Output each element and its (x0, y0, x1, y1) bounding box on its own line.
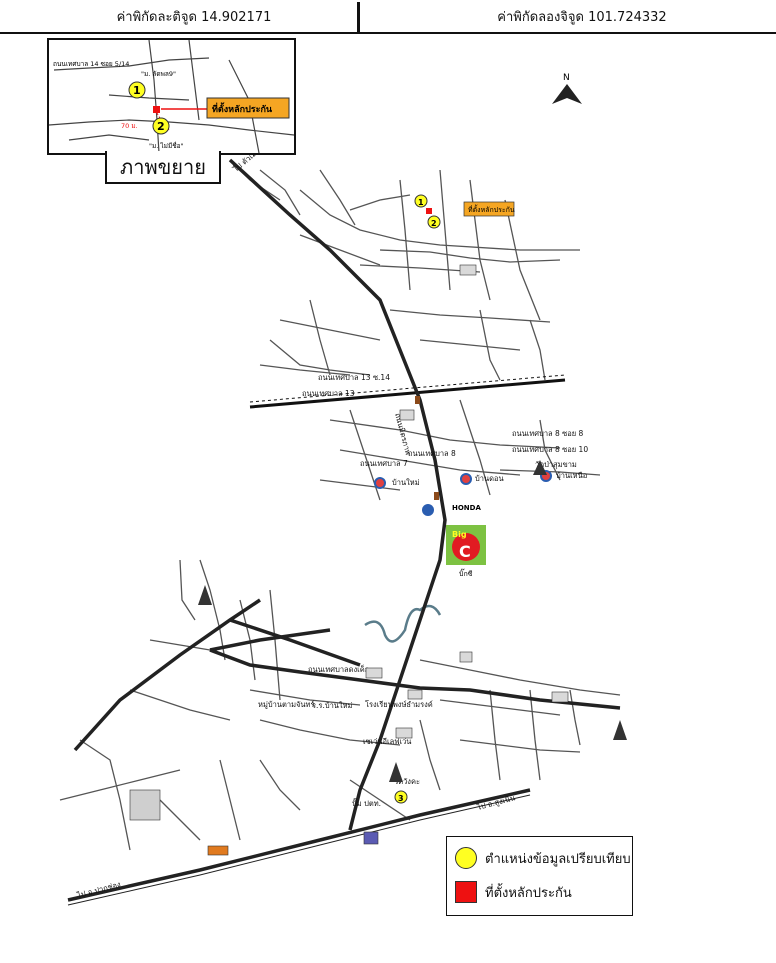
road-label-4: ถนนเทศบาล 8 ซอย 8 (512, 429, 584, 438)
legend-row-comparison: ตำแหน่งข้อมูลเปรียบเทียบ (455, 847, 631, 869)
longitude-label: ค่าพิกัดลองจิจูด 101.724332 (497, 9, 667, 25)
place-label-7: หมู่บ้านตามจันทร์ (258, 700, 315, 709)
marker-2-text: 2 (431, 219, 437, 228)
place-label-8: เซเว่นอีเลฟเว่น (363, 737, 411, 746)
major-roads (67, 158, 621, 902)
big-c-line2: C (459, 542, 471, 561)
legend-square-icon (455, 881, 477, 903)
inset-roads (49, 40, 294, 153)
comparison-marker-3[interactable]: 3 (394, 790, 408, 804)
place-label-5: โรงเรียนพงษ์ธำมรงค์ (365, 700, 433, 709)
marker-3-text: 3 (398, 794, 404, 803)
inset-distance-label: 70 ม. (121, 122, 138, 130)
road-label-6: ถนนเทศบาล 13 ซ.14 (318, 373, 390, 382)
header-divider (357, 2, 360, 32)
temple-icons (198, 460, 627, 782)
inset-marker-2-text: 2 (157, 120, 165, 133)
inset-collateral-text: ที่ตั้งหลักประกัน (212, 102, 273, 115)
inset-map[interactable]: ถนนเทศบาล 14 ซอย 5/14 "ม. ลัดพล9" "ม. ไม… (47, 38, 296, 155)
north-label: N (563, 73, 570, 83)
collateral-tag-text: ที่ตั้งหลักประกัน (468, 203, 515, 214)
river (364, 604, 442, 643)
road-label-2: ถนนเทศบาล 8 (408, 449, 456, 458)
place-label-4: วัดป่าสุมขาม (535, 460, 577, 469)
inset-soi-label: ถนนเทศบาล 14 ซอย 5/14 (53, 60, 129, 68)
place-label-10: ร.ร.บ้านใหม่ (312, 701, 353, 710)
road-label-3: ถนนเทศบาล 7 (360, 459, 408, 468)
building-icons (129, 264, 569, 856)
coordinate-header: ค่าพิกัดละติจูด 14.902171 ค่าพิกัดลองจิจ… (0, 0, 776, 34)
collateral-marker[interactable] (426, 208, 432, 214)
latitude-label: ค่าพิกัดละติจูด 14.902171 (116, 9, 272, 25)
inset-collateral-tag: ที่ตั้งหลักประกัน (206, 97, 290, 119)
north-arrow: N (552, 73, 582, 104)
legend-row-collateral: ที่ตั้งหลักประกัน (455, 881, 572, 903)
inset-marker-1[interactable]: 1 (128, 81, 146, 99)
legend-square-label: ที่ตั้งหลักประกัน (485, 885, 572, 901)
road-label-1: ถนนเทศบาล 13 (302, 389, 355, 398)
inset-collateral-marker[interactable] (153, 106, 160, 113)
marker-1-text: 1 (418, 198, 424, 207)
place-label-3: บ้านเหนือ (556, 471, 587, 480)
town-west-label: ไป อ.ปากช่อง (75, 880, 122, 901)
legend: ตำแหน่งข้อมูลเปรียบเทียบ ที่ตั้งหลักประก… (446, 836, 633, 916)
comparison-marker-1[interactable]: 1 (414, 194, 428, 208)
traffic-light-icons (415, 396, 439, 500)
place-label-2: บ้านดอน (475, 474, 504, 483)
honda-icon (422, 504, 434, 516)
inset-marker-2[interactable]: 2 (152, 117, 170, 135)
inset-caption: ภาพขยาย (105, 151, 221, 184)
minor-roads (59, 159, 621, 851)
legend-circle-icon (455, 847, 477, 869)
railway (249, 374, 566, 409)
big-c-line1: Big (452, 530, 467, 539)
honda-label: HONDA (452, 504, 481, 512)
place-label-6: วัดวังคะ (394, 777, 420, 786)
place-label-9: ปั๊ม ปตท. (352, 798, 381, 808)
place-label-1: บ้านใหม่ (392, 478, 420, 487)
inset-marker-1-text: 1 (133, 84, 141, 97)
collateral-tag: ที่ตั้งหลักประกัน (463, 201, 515, 217)
inset-village-south: "ม. ไม่มีชื่อ" (149, 141, 184, 150)
legend-circle-label: ตำแหน่งข้อมูลเปรียบเทียบ (485, 851, 631, 867)
big-c-logo: Big C บิ๊กซี (446, 525, 486, 578)
road-label-5: ถนนเทศบาล 8 ซอย 10 (512, 445, 588, 454)
road-label-8: ถนนเทศบาลดงเค็ก (308, 664, 369, 674)
inset-village-north: "ม. ลัดพล9" (141, 70, 176, 78)
comparison-marker-2[interactable]: 2 (427, 215, 441, 229)
big-c-caption: บิ๊กซี (459, 568, 473, 578)
